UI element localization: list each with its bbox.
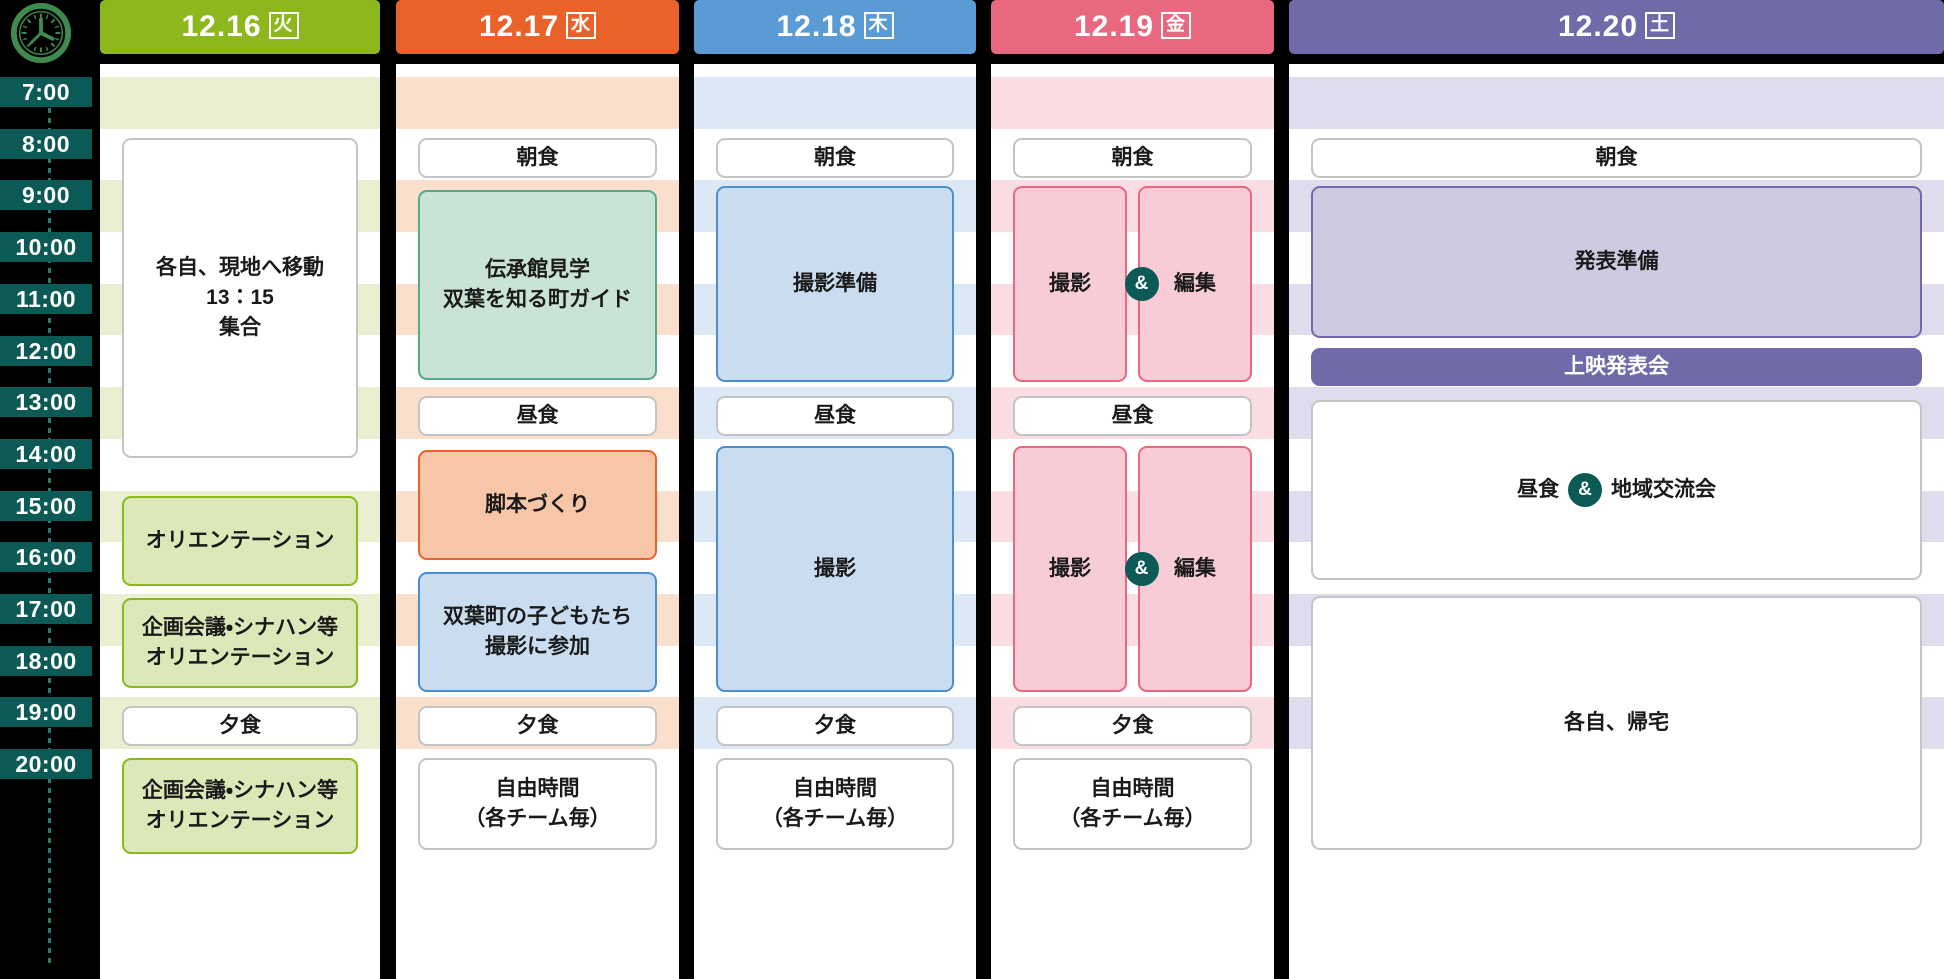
axis-dotted-line <box>48 88 51 968</box>
event-dinner[interactable]: 夕食 <box>122 706 358 746</box>
time-label-1100: 11:00 <box>0 283 92 314</box>
event-orientation[interactable]: オリエンテーション <box>122 496 358 586</box>
hour-stripe <box>991 77 1274 129</box>
event-script-writing[interactable]: 脚本づくり <box>418 450 657 560</box>
clock-icon <box>10 2 72 64</box>
time-label-1300: 13:00 <box>0 387 92 418</box>
event-breakfast[interactable]: 朝食 <box>1311 138 1922 178</box>
day-weekday-badge: 木 <box>863 12 894 39</box>
event-breakfast[interactable]: 朝食 <box>418 138 657 178</box>
event-museum-tour[interactable]: 伝承館見学 双葉を知る町ガイド <box>418 190 657 380</box>
event-breakfast[interactable]: 朝食 <box>1013 138 1252 178</box>
event-travel-assemble[interactable]: 各自、現地へ移動 13：15 集合 <box>122 138 358 458</box>
day-body-12.19: 朝食撮影編集昼食撮影編集夕食自由時間 （各チーム毎）&& <box>991 64 1274 979</box>
day-weekday-badge: 水 <box>566 12 597 39</box>
event-screening-event[interactable]: 上映発表会 <box>1311 348 1922 386</box>
time-label-1700: 17:00 <box>0 594 92 624</box>
day-date-text: 12.18 <box>776 10 857 43</box>
hour-stripe <box>1289 77 1944 129</box>
event-free-time[interactable]: 自由時間 （各チーム毎） <box>1013 758 1252 850</box>
event-shoot-edit-am-left[interactable]: 撮影 <box>1013 186 1127 382</box>
community-exchange-label: 地域交流会 <box>1611 478 1716 502</box>
event-dinner[interactable]: 夕食 <box>1013 706 1252 746</box>
time-label-1800: 18:00 <box>0 645 92 676</box>
event-shooting[interactable]: 撮影 <box>716 446 954 692</box>
event-dinner[interactable]: 夕食 <box>418 706 657 746</box>
ampersand-badge: & <box>1568 473 1602 507</box>
day-weekday-badge: 金 <box>1161 12 1192 39</box>
time-label-900: 9:00 <box>0 180 92 211</box>
hour-stripe <box>694 77 976 129</box>
day-body-12.16: 各自、現地へ移動 13：15 集合オリエンテーション企画会議・シナハン等 オリエ… <box>100 64 380 979</box>
day-date-text: 12.19 <box>1073 10 1155 43</box>
time-label-1200: 12:00 <box>0 335 92 366</box>
time-label-2000: 20:00 <box>0 749 92 780</box>
day-date-text: 12.16 <box>181 10 262 43</box>
event-dinner[interactable]: 夕食 <box>716 706 954 746</box>
event-planning-meeting-2[interactable]: 企画会議・シナハン等 オリエンテーション <box>122 758 358 854</box>
hour-stripe <box>100 77 380 129</box>
event-go-home[interactable]: 各自、帰宅 <box>1311 596 1922 850</box>
day-weekday-badge: 火 <box>268 12 299 39</box>
day-date-text: 12.17 <box>478 10 560 43</box>
hour-stripe <box>396 77 679 129</box>
event-shoot-edit-pm-left[interactable]: 撮影 <box>1013 446 1127 692</box>
event-shoot-prep[interactable]: 撮影準備 <box>716 186 954 382</box>
event-planning-meeting-1[interactable]: 企画会議・シナハン等 オリエンテーション <box>122 598 358 688</box>
event-lunch[interactable]: 昼食 <box>1013 396 1252 436</box>
time-label-1500: 15:00 <box>0 490 92 521</box>
time-label-1600: 16:00 <box>0 542 92 573</box>
day-body-12.17: 朝食伝承館見学 双葉を知る町ガイド昼食脚本づくり双葉町の子どもたち 撮影に参加夕… <box>396 64 679 979</box>
event-free-time[interactable]: 自由時間 （各チーム毎） <box>418 758 657 850</box>
time-label-1900: 19:00 <box>0 697 92 728</box>
ampersand-badge: & <box>1124 552 1159 586</box>
event-lunch[interactable]: 昼食 <box>716 396 954 436</box>
day-weekday-badge: 土 <box>1645 12 1676 39</box>
day-date-text: 12.20 <box>1557 10 1639 43</box>
event-breakfast[interactable]: 朝食 <box>716 138 954 178</box>
time-axis: 7:00 8:00 9:00 10:00 11:00 12:00 13:00 14:00 15:… <box>0 0 98 979</box>
event-lunch-exchange[interactable]: 昼食&地域交流会 <box>1311 400 1922 580</box>
time-label-1400: 14:00 <box>0 438 92 469</box>
time-label-800: 8:00 <box>0 128 92 159</box>
time-label-700: 7:00 <box>0 77 92 107</box>
event-free-time[interactable]: 自由時間 （各チーム毎） <box>716 758 954 850</box>
event-lunch[interactable]: 昼食 <box>418 396 657 436</box>
day-body-12.20: 朝食発表準備上映発表会各自、帰宅昼食&地域交流会 <box>1289 64 1944 979</box>
event-presentation-prep[interactable]: 発表準備 <box>1311 186 1922 338</box>
day-body-12.18: 朝食撮影準備昼食撮影夕食自由時間 （各チーム毎） <box>694 64 976 979</box>
lunch-label: 昼食 <box>1517 478 1559 502</box>
ampersand-badge: & <box>1124 267 1159 301</box>
event-children-join-shoot[interactable]: 双葉町の子どもたち 撮影に参加 <box>418 572 657 692</box>
time-label-1000: 10:00 <box>0 232 92 263</box>
